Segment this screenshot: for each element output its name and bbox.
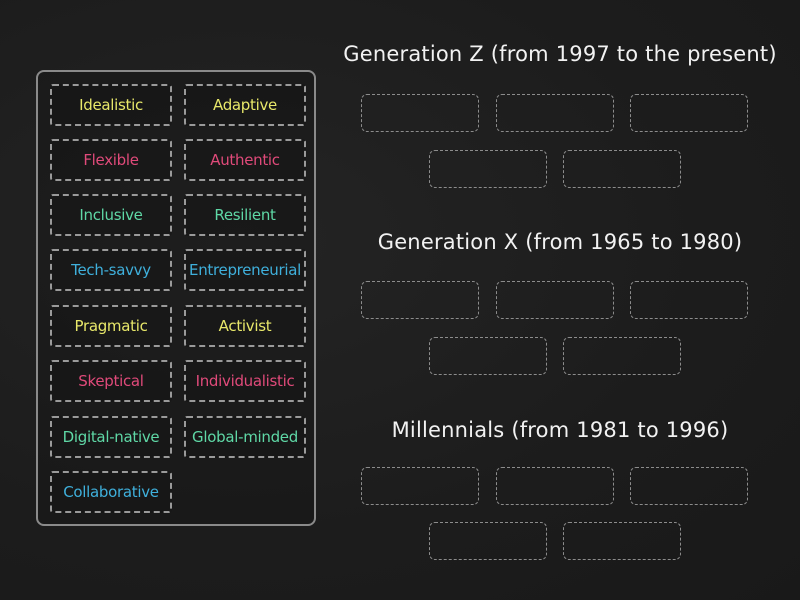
word-tile[interactable]: Skeptical (50, 360, 172, 402)
word-tile[interactable]: Pragmatic (50, 305, 172, 347)
word-tile[interactable]: Entrepreneurial (184, 249, 306, 291)
group-heading-millennials: Millennials (from 1981 to 1996) (391, 418, 729, 442)
drop-slot[interactable] (361, 281, 479, 319)
group-heading-gen-z: Generation Z (from 1997 to the present) (343, 42, 777, 66)
word-tile[interactable]: Flexible (50, 139, 172, 181)
word-tile[interactable]: Global-minded (184, 416, 306, 458)
word-tile[interactable]: Activist (184, 305, 306, 347)
word-tile[interactable]: Collaborative (50, 471, 172, 513)
drop-slot[interactable] (361, 467, 479, 505)
drop-slot[interactable] (496, 467, 614, 505)
drop-slot[interactable] (429, 522, 547, 560)
drop-slot[interactable] (563, 150, 681, 188)
word-tile[interactable]: Digital-native (50, 416, 172, 458)
word-tile[interactable]: Resilient (184, 194, 306, 236)
drop-slot[interactable] (429, 337, 547, 375)
drop-slot[interactable] (496, 94, 614, 132)
drop-slot[interactable] (496, 281, 614, 319)
group-heading-gen-x: Generation X (from 1965 to 1980) (377, 230, 743, 254)
drop-slot[interactable] (563, 337, 681, 375)
drop-slot[interactable] (563, 522, 681, 560)
word-tile[interactable]: Authentic (184, 139, 306, 181)
word-tile[interactable]: Individualistic (184, 360, 306, 402)
word-tile[interactable]: Inclusive (50, 194, 172, 236)
drop-slot[interactable] (630, 94, 748, 132)
drop-slot[interactable] (630, 281, 748, 319)
drop-slot[interactable] (630, 467, 748, 505)
word-tile[interactable]: Adaptive (184, 84, 306, 126)
word-tile[interactable]: Idealistic (50, 84, 172, 126)
drop-slot[interactable] (361, 94, 479, 132)
word-bank-panel: Idealistic Adaptive Flexible Authentic I… (36, 70, 316, 526)
drop-slot[interactable] (429, 150, 547, 188)
word-tile[interactable]: Tech-savvy (50, 249, 172, 291)
